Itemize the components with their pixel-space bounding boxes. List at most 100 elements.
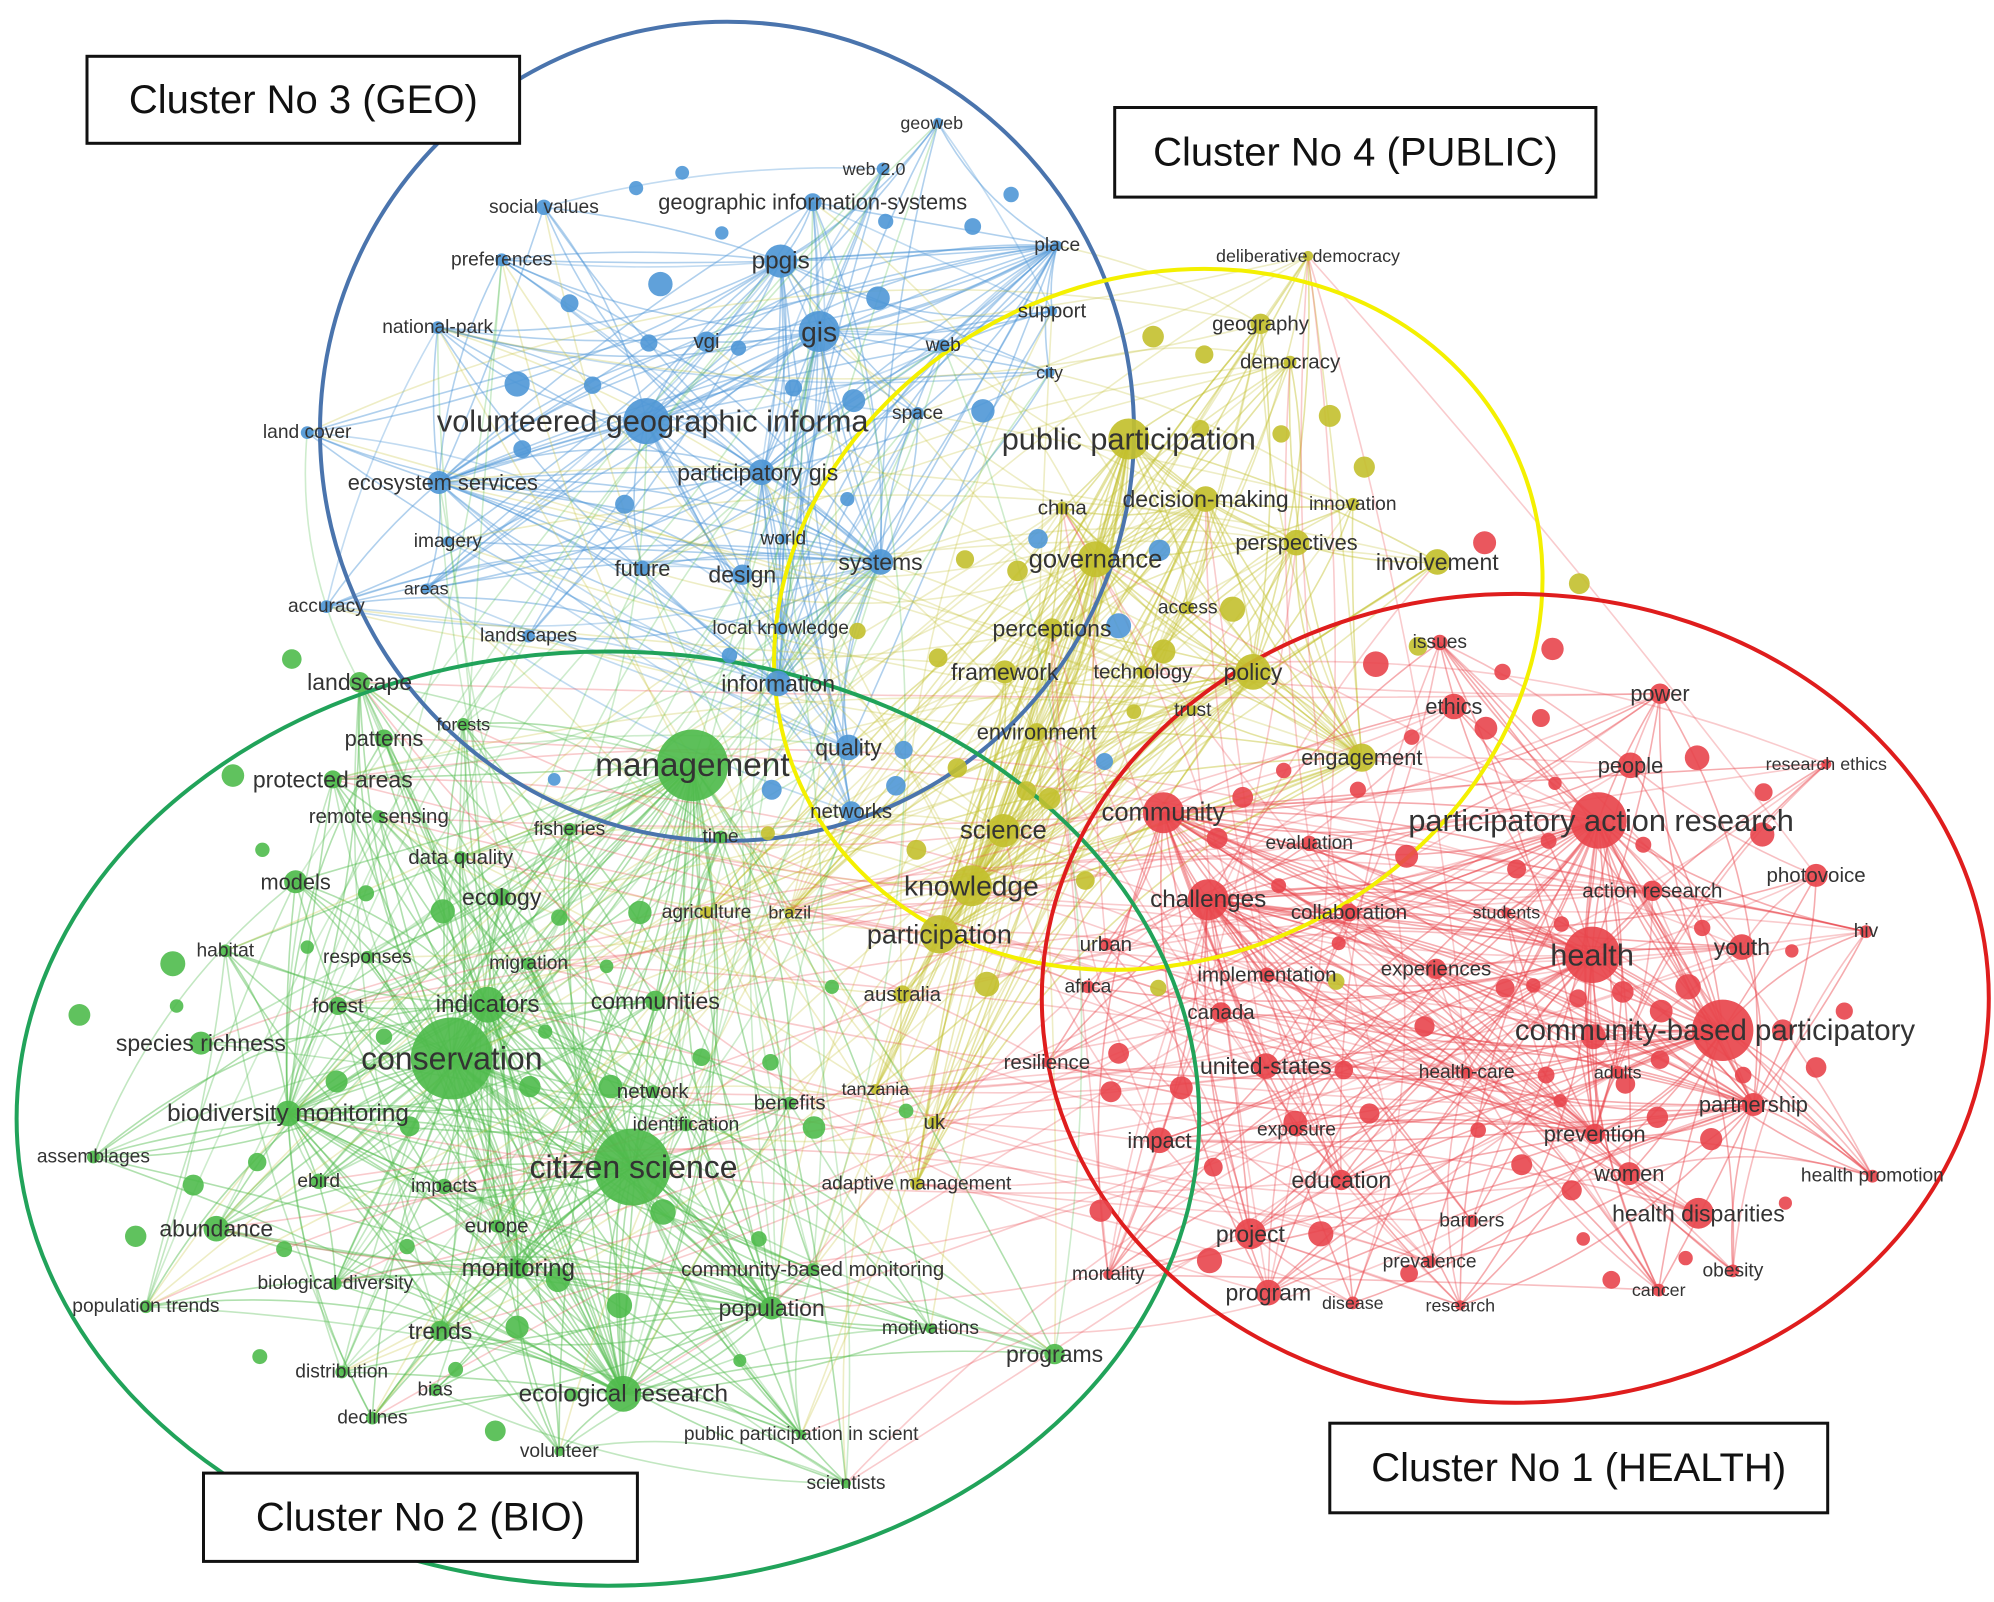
geo-unlabeled-node (547, 773, 561, 786)
bio-link (224, 950, 519, 1269)
geo-link (438, 481, 743, 576)
bio-link (517, 1267, 624, 1395)
public-link (971, 757, 1363, 887)
public-link (1204, 498, 1363, 759)
bio-link (518, 1267, 931, 1330)
label-habitat: habitat (196, 940, 254, 961)
geo-bio-link (942, 345, 1083, 1355)
node-biological-diversity (328, 1277, 342, 1291)
public-link (1094, 558, 1363, 759)
label-health-disparities: health disparities (1612, 1200, 1785, 1226)
health-link (1208, 874, 1817, 931)
label-city: city (1036, 362, 1063, 382)
geo-link (780, 561, 882, 630)
health-link (1730, 1104, 1755, 1271)
label-vgi: vgi (693, 330, 719, 353)
bio-link (691, 764, 792, 1104)
public-unlabeled-node (1219, 596, 1246, 622)
label-communities: communities (591, 988, 720, 1014)
health-unlabeled-node (1561, 1180, 1582, 1201)
label-local-knowledge: local knowledge (712, 618, 849, 639)
bio-public-link (145, 671, 1254, 1308)
health-link (1265, 642, 1441, 1067)
node-network (646, 1085, 660, 1099)
geo-bio-link (287, 168, 884, 1114)
public-link (970, 671, 1144, 887)
node-patterns (375, 729, 393, 748)
health-link (1439, 642, 1596, 1135)
public-link (938, 671, 1254, 935)
bio-unlabeled-node (519, 1075, 541, 1098)
label-support: support (1018, 300, 1087, 323)
health-link (1265, 1029, 1723, 1081)
geo-link (645, 260, 782, 422)
geo-public-link (812, 201, 1144, 673)
node-health (1563, 926, 1621, 983)
bio-health-link (371, 1011, 1222, 1419)
label-involvement: involvement (1376, 549, 1499, 575)
label-knowledge: knowledge (904, 870, 1039, 902)
bio-public-link (528, 507, 1063, 965)
health-unlabeled-node (1694, 919, 1711, 937)
health-link (1340, 820, 1600, 1181)
geo-link (426, 557, 881, 590)
geo-bio-link (438, 482, 481, 1332)
public-link (933, 559, 1097, 1123)
bio-unlabeled-node (276, 1241, 293, 1258)
label-ebird: ebird (297, 1171, 340, 1192)
bio-link (334, 1166, 633, 1285)
public-health-link (916, 1129, 1297, 1187)
label-data-quality: data quality (408, 846, 514, 869)
geo-link (501, 259, 820, 333)
public-health-link (1204, 499, 1268, 976)
bio-link (367, 764, 693, 959)
geo-public-link (782, 538, 1194, 712)
health-link (1159, 1103, 1754, 1144)
label-geoweb: geoweb (900, 113, 963, 133)
node-management (656, 729, 729, 802)
health-unlabeled-node (1531, 709, 1550, 727)
geo-unlabeled-node (721, 647, 738, 663)
node-framework (993, 660, 1017, 684)
node-women (1617, 1162, 1641, 1186)
geo-unlabeled-node (1028, 529, 1048, 549)
health-link (1446, 1072, 1468, 1306)
geo-link (1044, 245, 1058, 373)
health-unlabeled-node (1675, 974, 1701, 1000)
label-adaptive-management: adaptive management (821, 1173, 1012, 1194)
public-unlabeled-node (849, 622, 866, 640)
public-link (874, 885, 973, 1090)
cluster-label-boxes: Cluster No 3 (GEO)Cluster No 4 (PUBLIC)C… (85, 54, 1830, 1563)
bio-link (487, 1003, 932, 1329)
geo-link (501, 251, 781, 262)
geo-link (741, 261, 782, 575)
geo-link (425, 587, 849, 749)
public-link (1142, 498, 1207, 673)
public-link (789, 756, 1363, 914)
bio-link (341, 1307, 772, 1373)
health-link (1105, 818, 1599, 946)
label-species-richness: species richness (116, 1030, 286, 1056)
public-link (1351, 504, 1363, 758)
bio-health-link (334, 812, 1164, 1285)
bio-unlabeled-node (733, 1354, 747, 1367)
health-unlabeled-node (1537, 1066, 1555, 1084)
health-link (1046, 812, 1165, 1063)
health-unlabeled-node (1615, 1074, 1636, 1094)
bio-link (287, 896, 503, 1115)
label-ecosystem-services: ecosystem services (348, 470, 538, 495)
geo-public-link (818, 330, 1063, 509)
geo-unlabeled-node (583, 376, 602, 394)
health-link (1597, 820, 1724, 1031)
geo-link (501, 259, 763, 473)
node-research-ethics (1821, 759, 1832, 770)
node-volunteered-geographic-informa (623, 398, 670, 445)
health-link (1308, 842, 1593, 956)
bio-public-link (460, 826, 972, 887)
node-landscape (349, 672, 370, 693)
node-australia (893, 985, 912, 1004)
geo-link (777, 561, 881, 684)
node-partnership (1741, 1093, 1765, 1116)
public-health-link (934, 1102, 1595, 1135)
public-health-link (1003, 829, 1593, 957)
